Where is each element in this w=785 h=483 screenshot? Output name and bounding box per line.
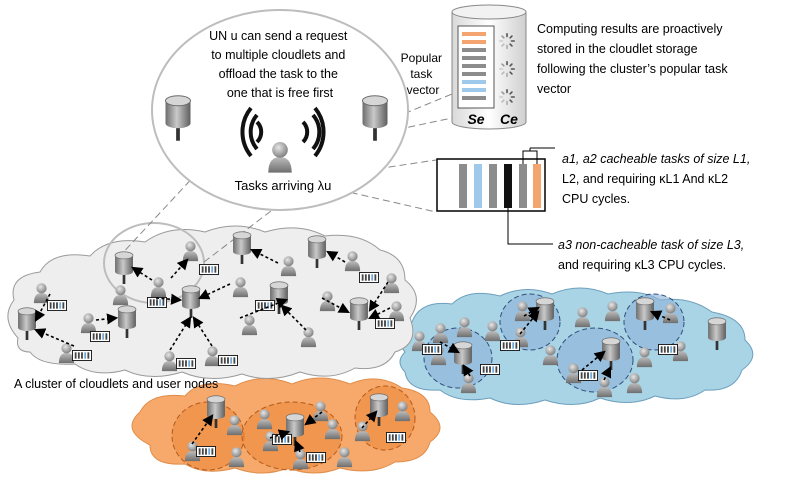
queue-icon: [218, 355, 238, 366]
bubble-line-1: UN u can send a request: [209, 29, 348, 43]
queue-icon: [578, 370, 598, 381]
wifi-signal-icon: [240, 106, 326, 158]
queue-icon: [90, 331, 110, 342]
cluster-label: A cluster of cloudlets and user nodes: [14, 377, 218, 391]
cacheable-line-3: CPU cycles.: [562, 192, 630, 206]
noncacheable-line-2: and requiring κL3 CPU cycles.: [558, 258, 726, 272]
queue-icon: [375, 318, 395, 329]
queue-icon: [480, 364, 500, 375]
bubble-line-2: to multiple cloudlets and: [211, 48, 345, 62]
orange-cluster-arrows: [191, 410, 378, 453]
cacheable-line-2: L2, and requiring κL1 And κL2: [562, 172, 728, 186]
cacheable-note: a1, a2 cacheable tasks of size L1, L2, a…: [562, 152, 754, 206]
blue-cloud-cluster: [399, 287, 754, 405]
queue-icon: [386, 432, 406, 443]
popular-line-1: Popular: [401, 51, 442, 65]
cacheable-line-1: a1, a2 cacheable tasks of size L1,: [562, 152, 750, 166]
orange-cloud-cluster: [131, 377, 441, 474]
bubble-line-3: offload the task to the: [219, 67, 338, 81]
queue-icon: [500, 340, 520, 351]
queue-icon: [359, 272, 379, 283]
storage-note-line-2: stored in the cloudlet storage: [537, 42, 698, 56]
tasks-arriving-label: Tasks arriving λu: [235, 178, 332, 193]
zoom-bubble: [151, 9, 409, 211]
gray-cluster-arrows: [33, 248, 391, 351]
bubble-line-4: one that is free first: [227, 86, 334, 100]
blue-cluster-arrows: [439, 306, 671, 381]
queue-icon: [658, 344, 678, 355]
queue-icon: [422, 344, 442, 355]
storage-note-line-1: Computing results are proactively: [537, 22, 723, 36]
storage-note-line-4: vector: [537, 82, 571, 96]
popular-vector-label: Popular task vector: [401, 51, 446, 97]
storage-note: Computing results are proactively stored…: [537, 22, 731, 96]
popular-line-3: vector: [407, 83, 440, 97]
storage-label-c: Ce: [500, 111, 518, 127]
task-queue-detail: [436, 147, 555, 245]
queue-icon: [72, 350, 92, 361]
queue-icon: [176, 358, 196, 369]
queue-icon: [196, 446, 216, 457]
queue-icon: [199, 264, 219, 275]
storage-note-line-3: following the cluster’s popular task: [537, 62, 728, 76]
noncacheable-line-1: a3 non-cacheable task of size L3,: [558, 238, 744, 252]
queue-icon: [47, 300, 67, 311]
queue-icon: [306, 452, 326, 463]
storage-label-s: Se: [467, 111, 484, 127]
popular-line-2: task: [410, 67, 433, 81]
noncacheable-note: a3 non-cacheable task of size L3, and re…: [558, 238, 748, 272]
bubble-text: UN u can send a request to multiple clou…: [209, 29, 351, 100]
popular-task-vector: [457, 25, 495, 109]
